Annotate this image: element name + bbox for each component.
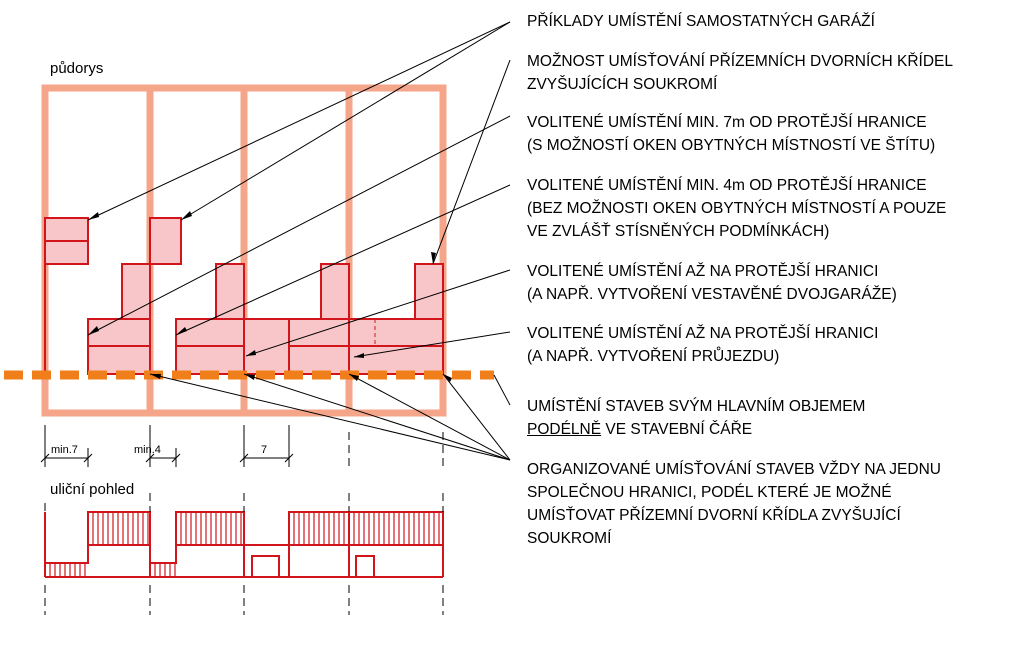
- plan-buildings: [44, 217, 444, 375]
- wing-plot-4: [414, 263, 444, 320]
- plan-label: půdorys: [50, 60, 104, 77]
- elevation-hatching: [49, 512, 440, 577]
- annotation-passage: VOLITENÉ UMÍSTĚNÍ AŽ NA PROTĚJŠÍ HRANICI…: [527, 325, 879, 365]
- dimension-min-7: min.7: [51, 444, 78, 456]
- dimension-7: 7: [261, 444, 268, 456]
- elevation-plot-2: [150, 544, 245, 577]
- wing-plot-3: [320, 263, 350, 320]
- dimension-min-4: min.4: [134, 444, 161, 456]
- wing-plot-1: [121, 263, 151, 320]
- dimension-lines: [40, 425, 444, 470]
- leader-arrowheads: [88, 211, 452, 382]
- annotation-courtyard-wings: MOŽNOST UMÍSŤOVÁNÍ PŘÍZEMNÍCH DVORNÍCH K…: [527, 53, 953, 93]
- leader-lines: [87, 21, 511, 461]
- garage-plot-2: [149, 217, 182, 265]
- annotation-min-7m: VOLITENÉ UMÍSTĚNÍ MIN. 7m OD PROTĚJŠÍ HR…: [527, 114, 936, 154]
- annotation-garages: PŘÍKLADY UMÍSTĚNÍ SAMOSTATNÝCH GARÁŽÍ: [527, 13, 875, 30]
- bottom-dashed-lines: [44, 493, 444, 615]
- passage-volume-plot-3: [243, 318, 290, 375]
- street-view-label: uliční pohled: [50, 481, 135, 498]
- annotation-building-line: UMÍSTĚNÍ STAVEB SVÝM HLAVNÍM OBJEMEM POD…: [527, 398, 866, 438]
- annotation-min-4m: VOLITENÉ UMÍSTĚNÍ MIN. 4m OD PROTĚJŠÍ HR…: [527, 177, 947, 240]
- annotation-double-garage: VOLITENÉ UMÍSTĚNÍ AŽ NA PROTĚJŠÍ HRANICI…: [527, 263, 897, 303]
- annotation-shared-boundary: ORGANIZOVANÉ UMÍSŤOVÁNÍ STAVEB VŽDY NA J…: [527, 461, 941, 547]
- wing-plot-2: [215, 263, 245, 320]
- street-elevation: [44, 511, 444, 578]
